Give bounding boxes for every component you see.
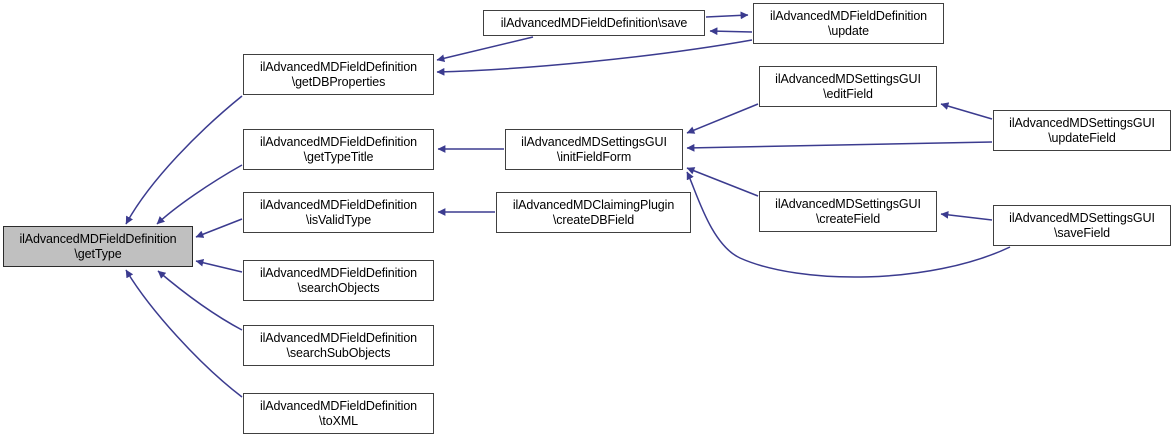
node-isValidType[interactable]: ilAdvancedMDFieldDefinition \isValidType [243, 192, 434, 233]
edge-createField-initFieldForm [686, 167, 759, 197]
node-toXML[interactable]: ilAdvancedMDFieldDefinition \toXML [243, 393, 434, 434]
node-editField[interactable]: ilAdvancedMDSettingsGUI \editField [759, 66, 937, 107]
node-initFieldForm[interactable]: ilAdvancedMDSettingsGUI \initFieldForm [505, 129, 683, 170]
node-update[interactable]: ilAdvancedMDFieldDefinition \update [753, 3, 944, 44]
node-searchObjects-label: ilAdvancedMDFieldDefinition \searchObjec… [259, 265, 418, 295]
node-isValidType-label: ilAdvancedMDFieldDefinition \isValidType [259, 197, 418, 227]
node-save[interactable]: ilAdvancedMDFieldDefinition\save [483, 10, 705, 36]
node-saveField-label: ilAdvancedMDSettingsGUI \saveField [1009, 210, 1155, 240]
node-getTypeTitle[interactable]: ilAdvancedMDFieldDefinition \getTypeTitl… [243, 129, 434, 170]
edge-updateField-initFieldForm [686, 141, 993, 152]
edge-update-save [709, 27, 753, 36]
node-searchSubObjects[interactable]: ilAdvancedMDFieldDefinition \searchSubOb… [243, 325, 434, 366]
node-createField-label: ilAdvancedMDSettingsGUI \createField [775, 196, 921, 226]
node-createDBField[interactable]: ilAdvancedMDClaimingPlugin \createDBFiel… [496, 192, 691, 233]
node-saveField[interactable]: ilAdvancedMDSettingsGUI \saveField [993, 205, 1171, 246]
node-updateField-label: ilAdvancedMDSettingsGUI \updateField [1009, 115, 1155, 145]
edge-getDBProperties-getType [125, 95, 243, 225]
edge-save-getDBProperties [436, 36, 534, 63]
edge-toXML-getType [125, 269, 243, 398]
node-save-label: ilAdvancedMDFieldDefinition\save [500, 15, 688, 30]
node-getTypeTitle-label: ilAdvancedMDFieldDefinition \getTypeTitl… [259, 134, 418, 164]
node-createField[interactable]: ilAdvancedMDSettingsGUI \createField [759, 191, 937, 232]
node-searchObjects[interactable]: ilAdvancedMDFieldDefinition \searchObjec… [243, 260, 434, 301]
node-toXML-label: ilAdvancedMDFieldDefinition \toXML [259, 398, 418, 428]
edge-getTypeTitle-getType [156, 164, 243, 225]
edge-isValidType-getType [195, 218, 243, 238]
node-update-label: ilAdvancedMDFieldDefinition \update [769, 8, 928, 38]
edge-searchSubObjects-getType [157, 270, 243, 331]
node-createDBField-label: ilAdvancedMDClaimingPlugin \createDBFiel… [512, 197, 675, 227]
node-editField-label: ilAdvancedMDSettingsGUI \editField [775, 71, 921, 101]
edge-save-update [705, 11, 749, 20]
node-initFieldForm-label: ilAdvancedMDSettingsGUI \initFieldForm [521, 134, 667, 164]
edge-searchObjects-getType [195, 258, 243, 273]
node-searchSubObjects-label: ilAdvancedMDFieldDefinition \searchSubOb… [259, 330, 418, 360]
node-getType-label: ilAdvancedMDFieldDefinition \getType [19, 231, 177, 261]
node-getType[interactable]: ilAdvancedMDFieldDefinition \getType [3, 226, 193, 267]
edge-updateField-editField [940, 102, 993, 120]
edge-update-getDBProperties [436, 39, 753, 76]
edge-saveField-createField [940, 210, 993, 221]
node-getDBProperties-label: ilAdvancedMDFieldDefinition \getDBProper… [259, 59, 418, 89]
edge-editField-initFieldForm [686, 103, 759, 134]
node-updateField[interactable]: ilAdvancedMDSettingsGUI \updateField [993, 110, 1171, 151]
node-getDBProperties[interactable]: ilAdvancedMDFieldDefinition \getDBProper… [243, 54, 434, 95]
